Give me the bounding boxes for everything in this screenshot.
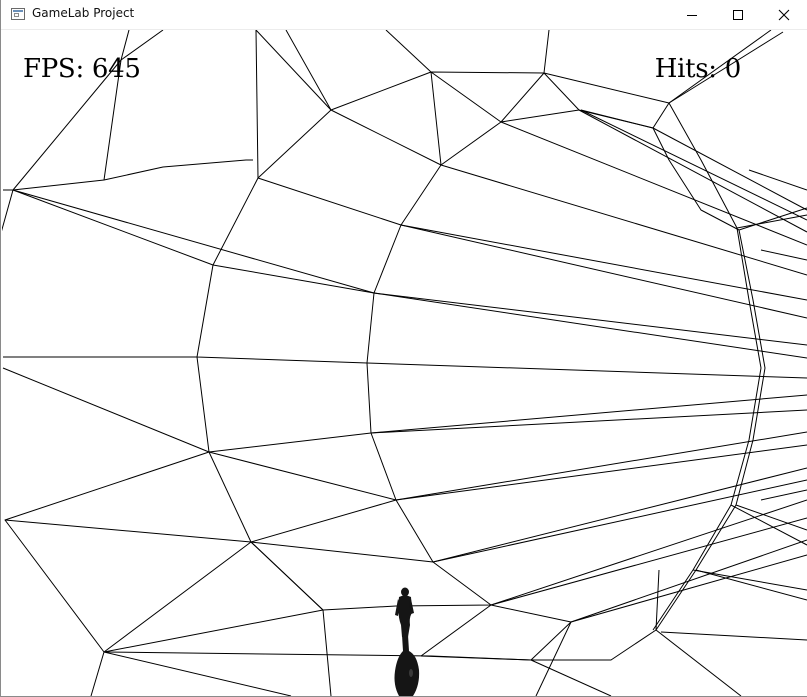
fps-label: FPS:: [23, 54, 84, 84]
minimize-button[interactable]: [669, 0, 715, 30]
title-bar[interactable]: GameLab Project: [1, 0, 807, 30]
hits-counter: Hits:0: [654, 54, 742, 84]
player-silhouette: [394, 587, 420, 696]
maximize-icon: [733, 10, 743, 20]
minimize-icon: [687, 15, 697, 16]
fps-counter: FPS:645: [23, 54, 141, 84]
app-window-icon: [11, 8, 25, 20]
hits-label: Hits:: [654, 54, 717, 84]
close-button[interactable]: [761, 0, 807, 30]
fps-value: 645: [91, 54, 141, 84]
maximize-button[interactable]: [715, 0, 761, 30]
game-viewport[interactable]: FPS:645 Hits:0: [2, 30, 807, 696]
window-title: GameLab Project: [32, 6, 135, 20]
wireframe-mesh: [2, 30, 807, 696]
close-icon: [778, 9, 790, 21]
hits-value: 0: [724, 54, 742, 84]
